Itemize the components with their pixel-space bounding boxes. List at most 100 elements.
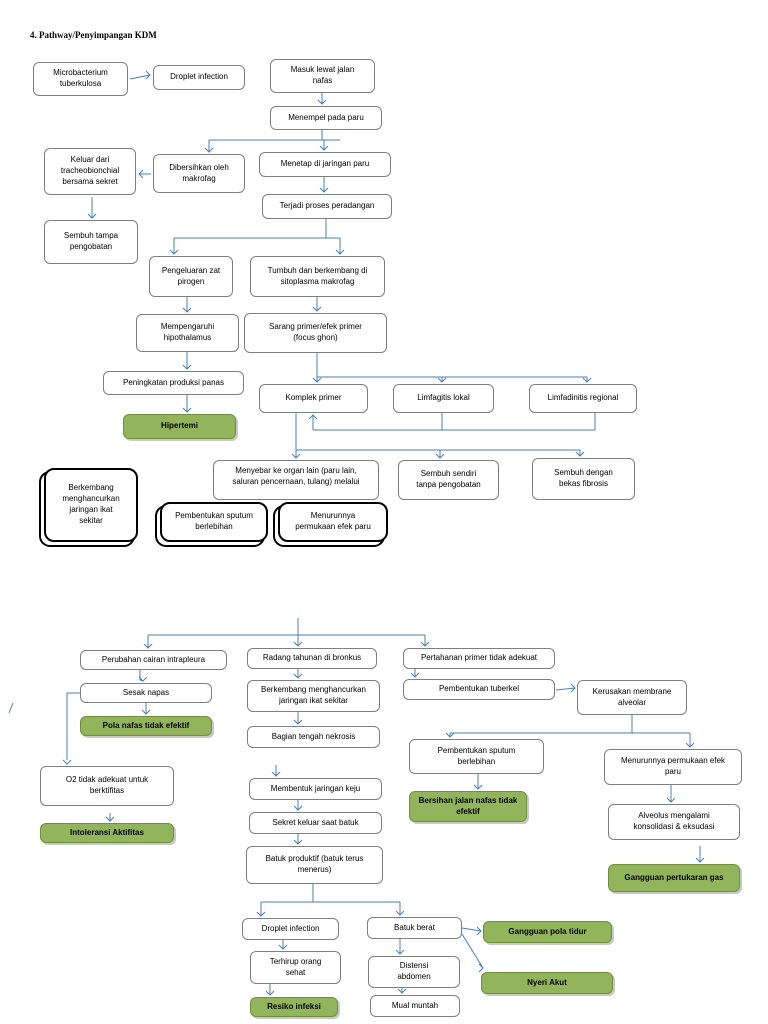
arrowhead [182,407,192,413]
arrowhead [182,364,192,370]
arrowhead [478,963,484,973]
arrowhead [666,797,676,803]
arrowhead [685,742,695,748]
node-dibersihkan-makrofag: Dibersihkan oleh makrofag [153,154,245,193]
arrowhead [397,988,407,994]
connector-line [8,702,14,714]
node-sarang-primer: Sarang primer/efek primer (focus ghon) [244,313,387,353]
node-pembentukan-sputum-1: Pembentukan sputum berlebihan [160,502,268,542]
node-resiko-infeksi: Resiko infeksi [250,997,338,1017]
arrowhead [308,414,318,420]
arrowhead [62,759,72,765]
node-keluar-tracheo: Keluar dari tracheobionchial bersama sek… [44,148,136,195]
arrowhead [317,99,327,105]
node-sembuh-fibrosis: Sembuh dengan bekas fibrosis [532,458,635,500]
arrowhead [395,910,405,916]
node-bersihan-jalan-nafas: Bersihan jalan nafas tidak efektif [409,791,527,822]
arrowhead [410,672,420,678]
node-pengeluaran-pirogen: Pengeluaran zat pirogen [149,256,233,297]
node-hipertemi: Hipertemi [123,414,236,439]
node-berkembang-menghancurkan-2: Berkembang menghancurkan jaringan ikat s… [247,680,380,712]
node-distensi-abdomen: Distensi abdomen [368,956,460,988]
arrowhead [138,676,148,682]
node-berkembang-menghancurkan-1: Berkembang menghancurkan jaringan ikat s… [44,468,138,542]
node-pertahanan-primer: Pertahanan primer tidak adekuat [403,648,555,669]
arrowhead [293,641,303,647]
node-kerusakan-alveolar: Kerusakan membrane alveolar [577,680,687,715]
node-tumbuh-berkembang: Tumbuh dan berkembang di sitoplasma makr… [250,256,385,297]
node-intoleransi-aktifitas: Intoleransi Aktifitas [40,823,174,843]
node-batuk-berat: Batuk berat [367,917,462,939]
arrowhead [291,453,301,459]
node-limfadinitis-regional: Limfadinitis regional [529,384,637,413]
arrowhead [437,377,447,383]
arrowhead [105,816,115,822]
node-radang-bronkus: Radang tahunan di bronkus [247,648,377,669]
arrowhead [143,643,153,649]
node-hipothalamus: Mempengaruhi hipothalamus [136,314,239,352]
arrowhead [445,732,455,738]
node-pembentukan-tuberkel: Pembentukan tuberkel [403,679,555,700]
arrowhead [138,169,144,179]
node-komplek-primer: Komplek primer [259,384,368,413]
arrowhead [265,990,275,996]
node-o2-tidak-adekuat: O2 tidak adekuat untuk berktifitas [40,766,174,806]
arrowhead [256,911,266,917]
arrowhead [141,709,151,715]
node-menurunnya-efek-2: Menurunnya permukaan efek paru [604,749,742,785]
arrowhead [473,784,483,790]
node-menurunnya-efek-1: Menurunnya permukaan efek paru [278,502,388,542]
arrowhead [570,683,576,693]
arrowhead [293,839,303,845]
node-sekret-batuk: Sekret keluar saat batuk [249,812,382,834]
node-droplet-infection-1: Droplet infection [153,65,245,90]
arrowhead [582,377,592,383]
arrowhead [293,719,303,725]
arrowhead [145,70,151,80]
arrowhead [293,673,303,679]
arrowhead [319,145,329,151]
node-perubahan-cairan: Perubahan cairan intrapleura [80,650,227,670]
node-menetap-jaringan: Menetap di jaringan paru [259,152,391,177]
node-microbacterium: Microbacterium tuberkulosa [33,62,128,96]
arrowhead [420,641,430,647]
arrowhead [204,147,214,153]
arrowhead [435,453,445,459]
node-gangguan-pertukaran-gas: Gangguan pertukaran gas [608,864,740,892]
node-mual-muntah: Mual muntah [370,995,460,1017]
node-sembuh-sendiri: Sembuh sendiri tanpa pengobatan [398,460,499,500]
arrowhead [312,306,322,312]
connector-line [129,74,151,80]
node-menempel-paru: Menempel pada paru [270,106,382,130]
node-limfagitis-lokal: Limfagitis lokal [393,384,494,413]
node-masuk-jalan-nafas: Masuk lewat jalan nafas [270,59,375,93]
arrowhead [575,451,585,457]
node-jaringan-keju: Membentuk jaringan keju [249,778,382,800]
node-gangguan-pola-tidur: Gangguan pola tidur [483,921,612,943]
arrowhead [169,249,179,255]
arrowhead [319,187,329,193]
node-sembuh-tampa: Sembuh tampa pengobatan [44,220,138,264]
arrowhead [271,771,281,777]
arrowhead [312,377,322,383]
node-nyeri-akut: Nyeri Akut [481,972,613,994]
connector-line [66,692,80,760]
arrowhead [695,857,705,863]
connector-line [461,927,482,932]
node-terhirup-orang: Terhirup orang sehat [250,951,341,984]
node-sesak-napas: Sesak napas [80,683,212,703]
arrowhead [476,926,482,936]
node-nekrosis: Bagian tengah nekrosis [247,726,380,748]
node-produksi-panas: Peningkatan produksi panas [103,371,244,395]
arrowhead [293,805,303,811]
arrowhead [182,307,192,313]
node-droplet-infection-2: Droplet infection [242,918,339,940]
arrowhead [87,213,97,219]
connector-line [555,687,576,691]
node-pembentukan-sputum-2: Pembentukan sputum berlebihan [409,739,544,774]
node-pola-nafas: Pola nafas tidak efektif [80,716,212,736]
diagram-title: 4. Pathway/Penyimpangan KDM [30,30,157,40]
node-proses-peradangan: Terjadi proses peradangan [262,194,392,219]
connector-line [461,933,484,969]
